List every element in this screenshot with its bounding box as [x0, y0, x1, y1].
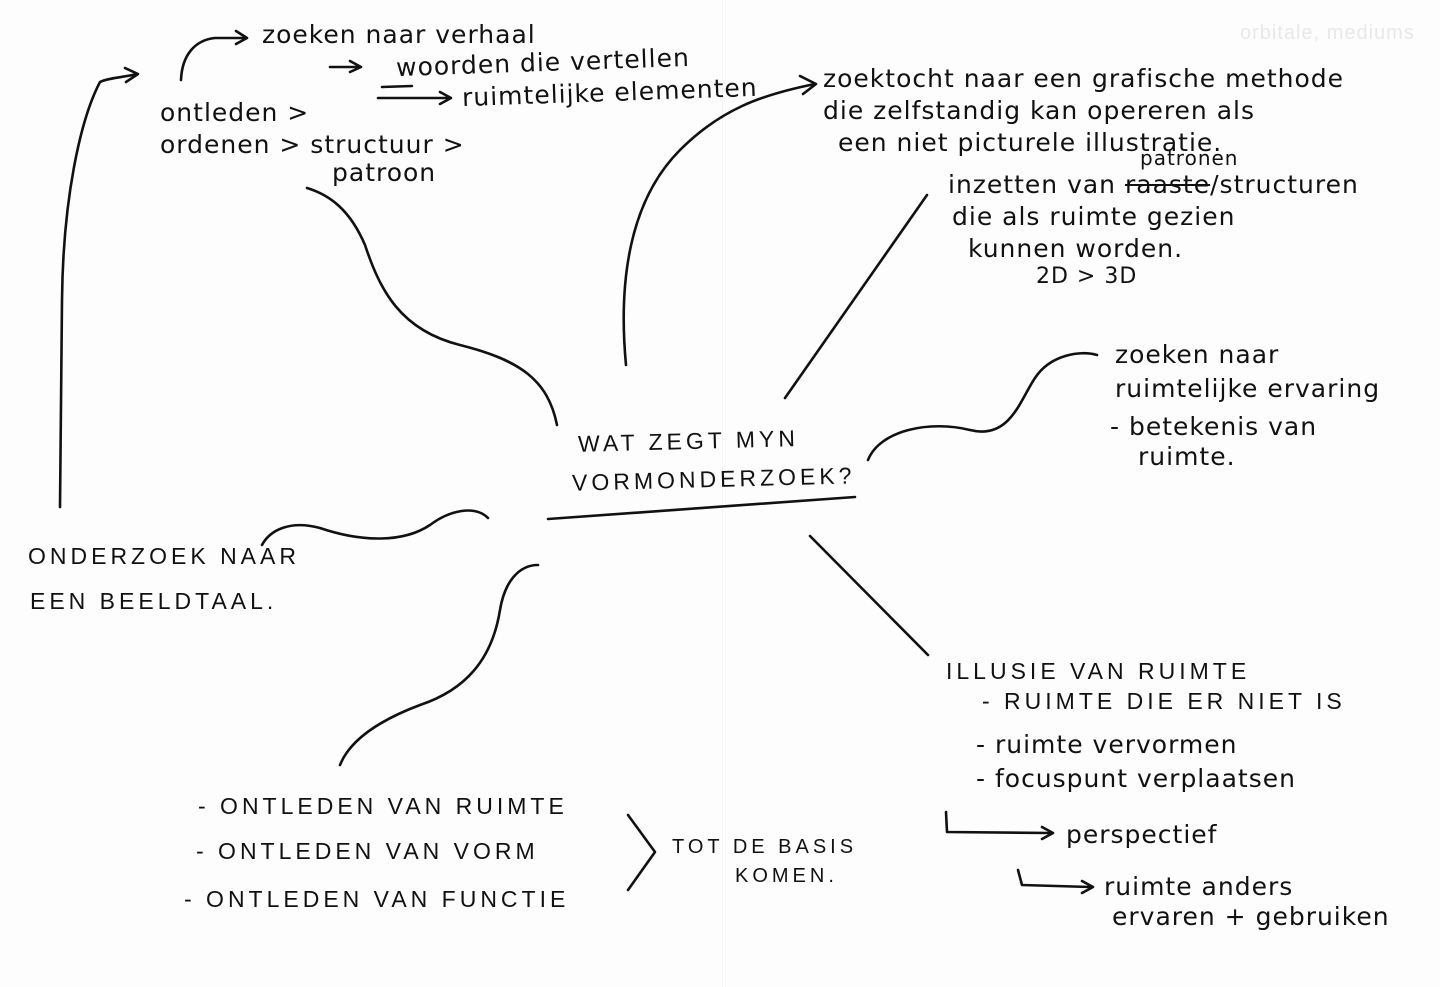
note-2d-3d: 2D > 3D: [1036, 264, 1138, 289]
arrow-to-zoeken: [179, 36, 247, 82]
note-ontleden: ontleden >: [160, 98, 310, 127]
note-onderzoek-line1: ONDERZOEK NAAR: [28, 543, 300, 569]
note-betekenis: - betekenis van: [1110, 412, 1318, 441]
arrow-woorden: [328, 59, 363, 74]
left-arrow-line: [58, 72, 139, 509]
branch-beeldtaal: [260, 509, 490, 547]
branch-illusie: [808, 534, 930, 657]
note-inzetten-crossed: raaste: [1124, 170, 1211, 199]
note-inzetten-line2: die als ruimte gezien: [952, 202, 1236, 231]
note-illusie-title: ILLUSIE VAN RUIMTE: [946, 658, 1251, 684]
branch-top-left: [305, 186, 559, 427]
ghost-text: orbitale, mediums: [1240, 22, 1415, 44]
branch-ontleden: [338, 563, 540, 767]
note-ruimte-anders: ruimte anders: [1104, 872, 1294, 901]
branch-zoektocht: [622, 82, 817, 367]
note-basis-line1: TOT DE BASIS: [672, 836, 858, 858]
note-patroon: patroon: [332, 158, 437, 187]
note-zoektocht-line1: zoektocht naar een grafische methode: [823, 64, 1345, 93]
note-patronen: patronen: [1140, 146, 1239, 170]
note-onderzoek-line2: EEN BEELDTAAL.: [30, 588, 278, 614]
note-illusie-item3: - focuspunt verplaatsen: [976, 764, 1296, 793]
note-ontleden-functie: - ONTLEDEN VAN FUNCTIE: [184, 886, 570, 912]
note-zoeken-verhaal: zoeken naar verhaal: [262, 20, 536, 49]
branch-ruimtelijke-ervaring: [866, 351, 1099, 462]
note-inzetten-line1: inzetten van raaste/structuren: [948, 172, 1359, 197]
note-zoektocht-line3: een niet picturele illustratie.: [838, 128, 1223, 157]
center-underline: [546, 495, 857, 521]
note-zoeken-naar: zoeken naar: [1115, 340, 1280, 369]
branch-inzetten: [783, 193, 929, 400]
arrow-perspectief: [944, 810, 1052, 835]
arrow-ruimtelijke-small: [380, 84, 414, 89]
note-ervaren-gebruiken: ervaren + gebruiken: [1112, 902, 1390, 931]
arrow-ruimte-anders: [1016, 868, 1092, 889]
note-ontleden-ruimte: - ONTLEDEN VAN RUIMTE: [198, 793, 568, 819]
note-ordenen: ordenen > structuur >: [160, 130, 465, 159]
note-illusie-item2: - ruimte vervormen: [976, 730, 1238, 759]
left-arrowhead: [123, 66, 140, 84]
note-basis-line2: KOMEN.: [735, 865, 838, 887]
note-inzetten-b: /structuren: [1210, 170, 1359, 199]
center-title-line1: WAT ZEGT MYN: [577, 425, 800, 457]
note-ruimte: ruimte.: [1138, 442, 1236, 471]
note-zoektocht-line2: die zelfstandig kan opereren als: [823, 96, 1256, 125]
arrowhead-zoeken: [234, 29, 249, 46]
note-ruimtelijke-ervaring: ruimtelijke ervaring: [1115, 374, 1381, 403]
arrowhead-ruimte-anders: [1080, 879, 1095, 895]
bracket-basis: [626, 813, 657, 892]
note-ontleden-vorm: - ONTLEDEN VAN VORM: [196, 838, 539, 864]
note-illusie-item1: - RUIMTE DIE ER NIET IS: [982, 688, 1346, 714]
arrowhead-perspectief: [1040, 825, 1055, 841]
note-perspectief: perspectief: [1066, 820, 1218, 849]
note-inzetten-line3: kunnen worden.: [968, 234, 1184, 263]
arrow-ruimtelijke: [376, 90, 453, 106]
arrowhead-zoektocht: [798, 74, 818, 96]
note-inzetten-a: inzetten van: [948, 170, 1117, 199]
